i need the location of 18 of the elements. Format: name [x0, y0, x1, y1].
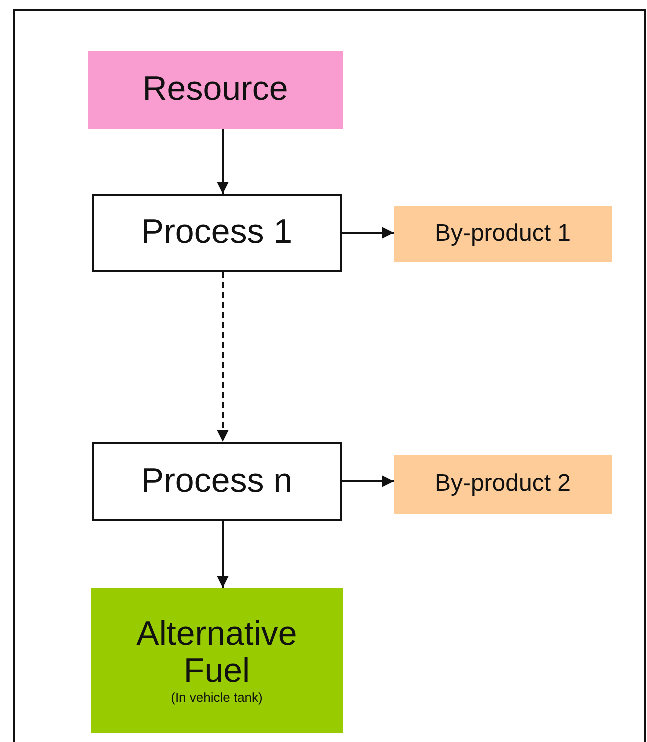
arrow [217, 521, 229, 588]
resource-box [88, 51, 343, 129]
process-box [92, 442, 342, 521]
arrow [217, 129, 229, 194]
byproduct-box [394, 206, 612, 262]
node-label: Process n [141, 462, 293, 500]
arrow [342, 227, 394, 239]
product-box [91, 588, 343, 733]
arrow [342, 476, 394, 488]
arrow [217, 272, 229, 442]
node-note: (In vehicle tank) [171, 690, 263, 706]
node-label: By-product 2 [434, 471, 572, 498]
node-label: Resource [142, 71, 288, 109]
byproduct-box [394, 455, 612, 514]
process-box [92, 194, 342, 272]
node-label: Process 1 [141, 214, 293, 252]
node-label: By-product 1 [434, 220, 572, 248]
node-label: Alternative Fuel [136, 616, 298, 690]
